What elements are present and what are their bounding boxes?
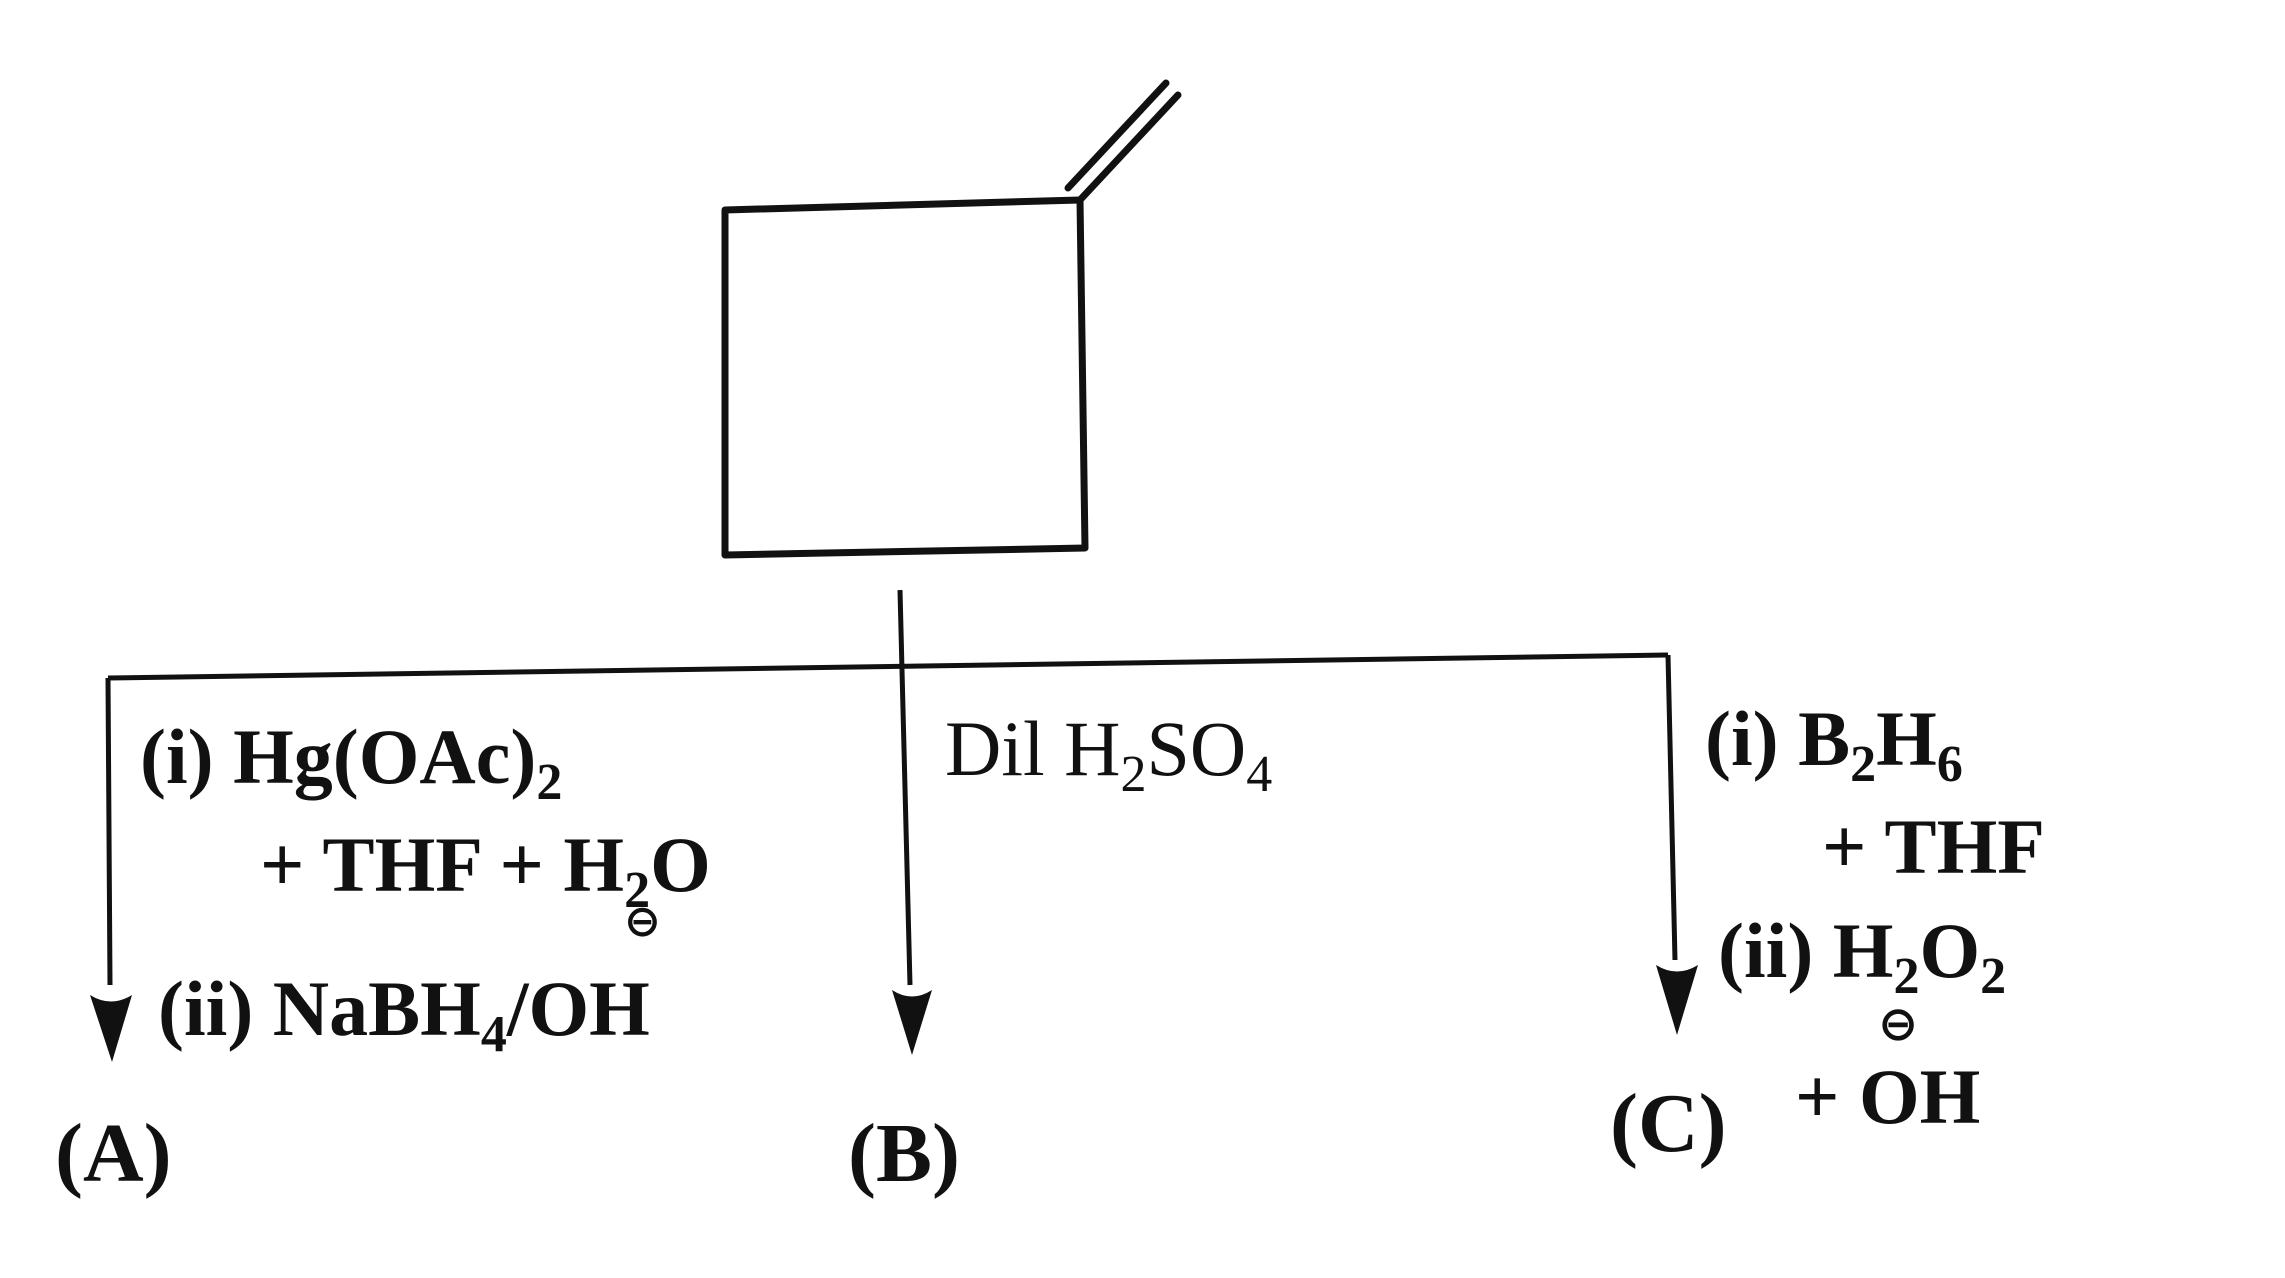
branch-b-reagent-mid: SO: [1146, 705, 1247, 792]
branch-a-step1-subscript: 2: [536, 754, 563, 811]
branch-b-reagent: Dil H2SO4: [945, 710, 1272, 801]
branch-c-step1-mid: H: [1876, 695, 1937, 782]
branch-a-step1b-text: + THF + H: [260, 821, 625, 908]
branch-right-vertical-line: [1665, 654, 1678, 961]
branch-a-step2-suffix: /OH: [506, 965, 650, 1052]
branch-a-step1b-suffix: O: [650, 821, 711, 908]
product-c: (C): [1610, 1077, 1727, 1170]
branch-middle-vertical-line: [899, 669, 913, 986]
arrowhead-b: [892, 990, 932, 1055]
branch-a-step2-text: (ii) NaBH: [158, 965, 481, 1052]
arrowhead-a: [90, 995, 132, 1062]
methylenecyclobutane-structure: [721, 79, 1182, 559]
branch-left-vertical-line: [105, 677, 113, 986]
exocyclic-double-bond-2: [1064, 79, 1170, 192]
branch-c-step2: (ii) H2O2: [1718, 912, 2006, 1003]
exocyclic-double-bond-1: [1076, 91, 1182, 204]
branch-c-step1b: + THF: [1822, 803, 2045, 890]
branch-c-hydroxide-charge: ⊖: [1878, 996, 1919, 1052]
branch-a-step1-text: (i) Hg(OAc): [140, 713, 537, 800]
branch-c-step1-subscript: 2: [1850, 736, 1877, 793]
branch-a-step2-subscript: 4: [480, 1006, 507, 1063]
branch-a-step2: (ii) NaBH4/OH: [158, 970, 650, 1061]
branch-c-step1-subscript-2: 6: [1936, 736, 1963, 793]
arrowhead-c: [1656, 965, 1698, 1035]
branch-c-step2-text: (ii) H: [1718, 907, 1894, 994]
branch-c-step1: (i) B2H6: [1705, 700, 1963, 791]
branch-a-step1b-subscript: 2: [624, 862, 651, 919]
branch-b-reagent-subscript: 2: [1120, 746, 1147, 803]
branch-a-step1: (i) Hg(OAc)2: [140, 718, 562, 809]
branch-horizontal-line: [107, 652, 1669, 681]
product-a: (A): [55, 1107, 172, 1200]
branch-a-hydroxide-charge: ⊖: [624, 896, 661, 947]
branch-c-step1-text: (i) B: [1705, 695, 1851, 782]
branch-b-reagent-subscript-2: 4: [1246, 746, 1273, 803]
product-b: (B): [848, 1107, 960, 1200]
branch-a-step1b: + THF + H2O: [260, 826, 711, 917]
cyclobutane-ring: [721, 196, 1089, 559]
branch-c-step2-mid: O: [1919, 907, 1981, 994]
branch-c-step2b: + OH: [1795, 1053, 1981, 1140]
branch-c-step2-subscript-2: 2: [1980, 948, 2007, 1005]
branch-b-reagent-text: Dil H: [945, 705, 1121, 792]
stem-line: [897, 589, 905, 671]
branch-c-step2-subscript: 2: [1893, 948, 1920, 1005]
